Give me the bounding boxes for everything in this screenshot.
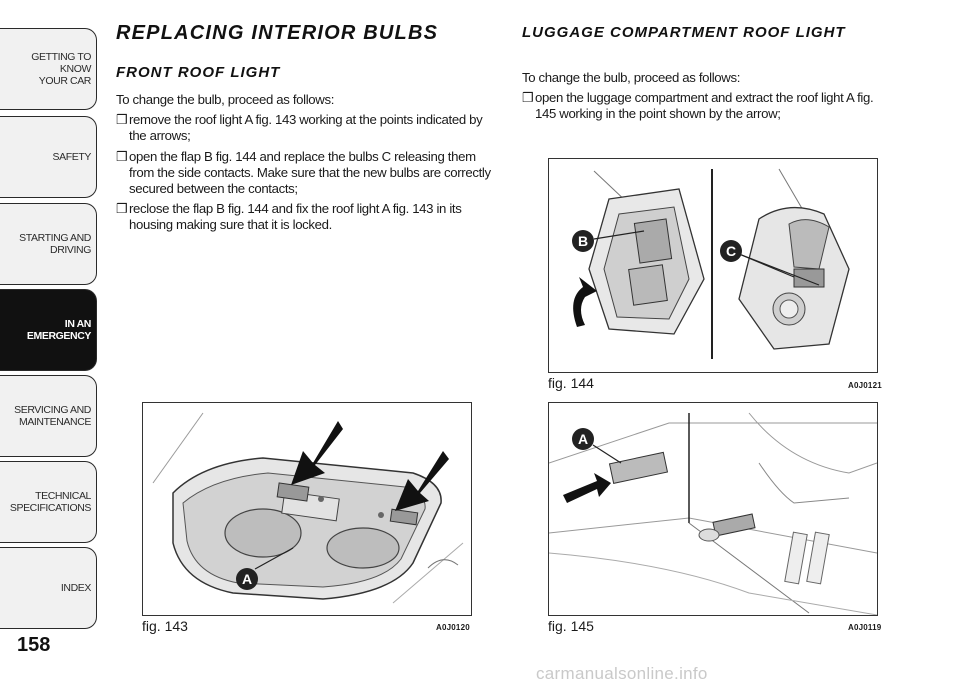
callout-a-label: A bbox=[578, 431, 588, 447]
luggage-light-illustration: A bbox=[549, 412, 877, 615]
list-item-text: remove the roof light A fig. 143 working… bbox=[129, 112, 483, 144]
callout-c-label: C bbox=[726, 243, 736, 259]
figure-145-code: A0J0119 bbox=[848, 623, 882, 632]
tab-label: IN AN EMERGENCY bbox=[26, 318, 91, 342]
callout-c-badge bbox=[720, 240, 742, 262]
callout-a-badge bbox=[572, 428, 594, 450]
tab-label: TECHNICAL SPECIFICATIONS bbox=[9, 490, 92, 514]
page-number: 158 bbox=[17, 634, 51, 656]
intro-text: To change the bulb, proceed as follows: bbox=[116, 92, 335, 107]
flap-bulb-illustration: B C bbox=[572, 168, 850, 359]
list-item-text: reclose the flap B fig. 144 and fix the … bbox=[129, 201, 462, 233]
chapter-sidebar: GETTING TO KNOW YOUR CAR SAFETY STARTING… bbox=[0, 0, 100, 640]
luggage-roof-light-heading: LUGGAGE COMPARTMENT ROOF LIGHT bbox=[522, 24, 846, 41]
figure-144-caption: fig. 144 bbox=[548, 375, 594, 391]
callout-b-badge bbox=[572, 230, 594, 252]
bullet-checkbox-icon: ❒ bbox=[116, 148, 128, 164]
list-item: ❒open the flap B fig. 144 and replace th… bbox=[116, 149, 496, 198]
tab-safety[interactable]: SAFETY bbox=[0, 116, 97, 198]
list-item-text: open the flap B fig. 144 and replace the… bbox=[129, 148, 491, 197]
section-title: REPLACING INTERIOR BULBS bbox=[116, 22, 439, 44]
front-roof-light-instructions: To change the bulb, proceed as follows: … bbox=[116, 92, 496, 238]
tab-starting-and-driving[interactable]: STARTING AND DRIVING bbox=[0, 203, 97, 285]
watermark: carmanualsonline.info bbox=[536, 664, 708, 683]
bullet-checkbox-icon: ❒ bbox=[522, 90, 534, 106]
tab-label: STARTING AND DRIVING bbox=[19, 232, 91, 256]
figure-143-caption: fig. 143 bbox=[142, 618, 188, 634]
roof-light-illustration: A bbox=[152, 412, 464, 604]
list-item: ❒open the luggage compartment and extrac… bbox=[522, 90, 892, 122]
front-roof-light-heading: FRONT ROOF LIGHT bbox=[116, 64, 281, 81]
list-item: ❒reclose the flap B fig. 144 and fix the… bbox=[116, 201, 496, 233]
arrow-icon bbox=[563, 473, 611, 503]
intro-text: To change the bulb, proceed as follows: bbox=[522, 70, 741, 85]
tab-servicing-and-maintenance[interactable]: SERVICING AND MAINTENANCE bbox=[0, 375, 97, 457]
tab-in-an-emergency[interactable]: IN AN EMERGENCY bbox=[0, 289, 97, 371]
rotate-arrow-icon bbox=[573, 277, 597, 327]
figure-145-luggage-roof-light: A bbox=[548, 402, 878, 616]
figure-143-roof-light: A bbox=[142, 402, 472, 616]
bullet-checkbox-icon: ❒ bbox=[116, 201, 128, 217]
tab-index[interactable]: INDEX bbox=[0, 547, 97, 629]
tab-technical-specifications[interactable]: TECHNICAL SPECIFICATIONS bbox=[0, 461, 97, 543]
tab-getting-to-know-your-car[interactable]: GETTING TO KNOW YOUR CAR bbox=[0, 28, 97, 110]
list-item-text: open the luggage compartment and extract… bbox=[535, 90, 874, 122]
callout-a-badge bbox=[236, 568, 258, 590]
arrow-icon bbox=[395, 451, 449, 511]
luggage-roof-light-instructions: To change the bulb, proceed as follows: … bbox=[522, 70, 892, 127]
tab-label: GETTING TO KNOW YOUR CAR bbox=[31, 51, 91, 87]
tab-label: INDEX bbox=[60, 582, 91, 594]
callout-a-label: A bbox=[242, 571, 252, 587]
bullet-checkbox-icon: ❒ bbox=[116, 112, 128, 128]
figure-144-flap-and-bulbs: B C bbox=[548, 158, 878, 373]
figure-145-caption: fig. 145 bbox=[548, 618, 594, 634]
figure-144-code: A0J0121 bbox=[848, 381, 882, 390]
tab-label: SERVICING AND MAINTENANCE bbox=[14, 404, 91, 428]
figure-143-code: A0J0120 bbox=[436, 623, 470, 632]
tab-label: SAFETY bbox=[52, 151, 92, 163]
arrow-icon bbox=[291, 421, 343, 485]
list-item: ❒remove the roof light A fig. 143 workin… bbox=[116, 112, 496, 144]
callout-b-label: B bbox=[578, 233, 588, 249]
